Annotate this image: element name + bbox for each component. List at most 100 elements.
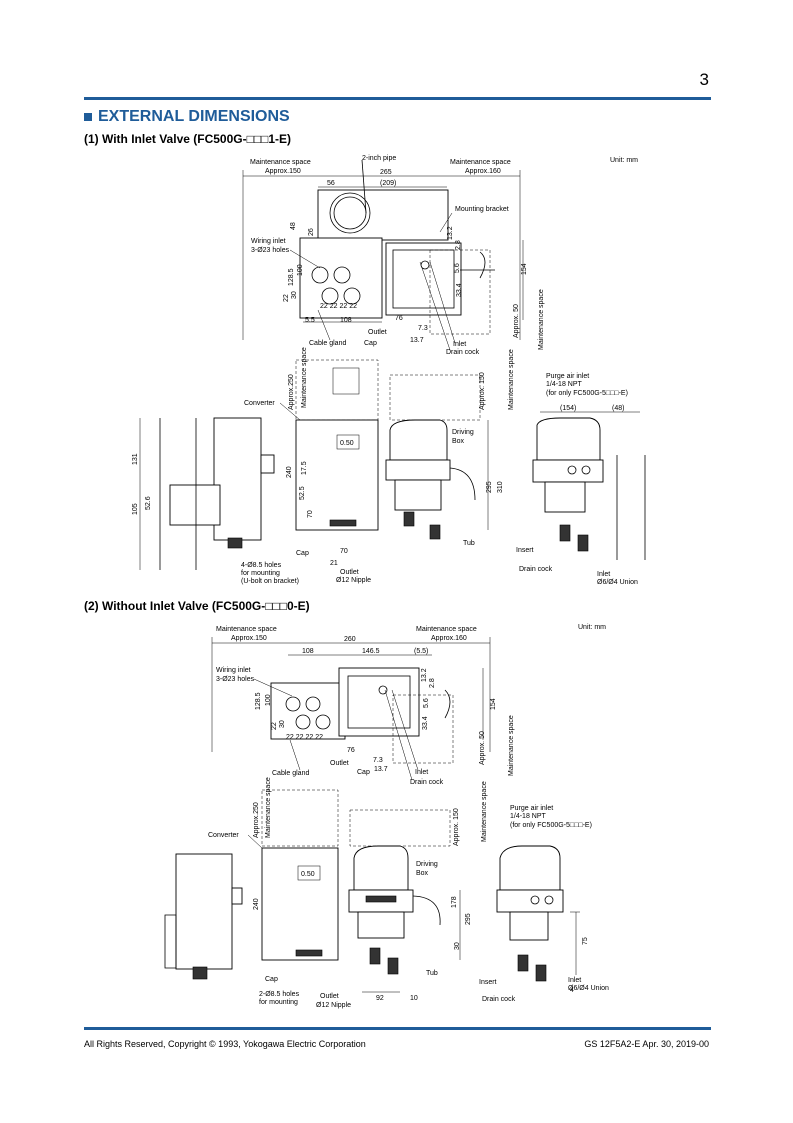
- d2-maint-space: Maintenance space: [508, 715, 515, 776]
- d1-d76: 76: [395, 315, 403, 322]
- page-number: 3: [699, 70, 709, 89]
- d2-unit: Unit: mm: [578, 624, 606, 631]
- d2-wiring-inlet: Wiring inlet: [216, 667, 251, 674]
- d2-d1465: 146.5: [362, 648, 380, 655]
- d1-cap2: Cap: [296, 550, 309, 557]
- d2-d100: 100: [265, 694, 272, 706]
- d1-inlet: Inlet: [453, 341, 466, 348]
- d2-purge2: 1/4-18 NPT: [510, 813, 547, 820]
- d1-maint-right: Maintenance space: [450, 159, 511, 166]
- d1-d22: 22: [283, 294, 290, 302]
- footer-rule: [84, 1027, 711, 1030]
- d1-inlet-union1: Inlet: [597, 571, 610, 578]
- d2-d73: 7.3: [373, 757, 383, 764]
- d2-tub: Tub: [426, 970, 438, 977]
- d2-drain-cock2: Drain cock: [482, 996, 516, 1003]
- d1-d26: 26: [308, 228, 315, 236]
- d1-d55: 5.5: [305, 317, 315, 324]
- d2-d108: 108: [302, 648, 314, 655]
- d1-d295: 295: [486, 481, 493, 493]
- d2-maint-left: Maintenance space: [216, 626, 277, 633]
- document-id: GS 12F5A2-E Apr. 30, 2019-00: [584, 1039, 709, 1049]
- d1-d56: 56: [327, 180, 335, 187]
- d1-converter: Converter: [244, 400, 275, 407]
- d1-inlet-union2: Ø6/Ø4 Union: [597, 579, 638, 586]
- d1-tub: Tub: [463, 540, 475, 547]
- d1-d131: 131: [132, 453, 139, 465]
- d1-d70: 70: [307, 510, 314, 518]
- d1-approx150: Approx.150: [265, 168, 301, 175]
- d2-d75: 75: [582, 937, 589, 945]
- d2-d178: 178: [451, 896, 458, 908]
- d1-d209: (209): [380, 180, 396, 187]
- d1-d132: 13.2: [447, 226, 454, 240]
- d1-outnip1: Outlet: [340, 569, 359, 576]
- d1-inch-pipe: 2-inch pipe: [362, 155, 396, 162]
- d1-purge3: (for only FC500G-5□□□-E): [546, 390, 628, 397]
- d2-d260: 260: [344, 636, 356, 643]
- d1-d525: 52.5: [299, 486, 306, 500]
- d1-approx250: Approx.250: [288, 374, 295, 410]
- d1-driving1: Driving: [452, 429, 474, 436]
- d1-outnip2: Ø12 Nipple: [336, 577, 371, 584]
- d1-d100: 100: [297, 264, 304, 276]
- d1-d526: 52.6: [145, 496, 152, 510]
- d2-holes2: for mounting: [259, 999, 298, 1006]
- d1-cable-gland: Cable gland: [309, 340, 346, 347]
- copyright-text: All Rights Reserved, Copyright © 1993, Y…: [84, 1039, 366, 1049]
- d2-approx150v: Approx. 150: [453, 808, 460, 846]
- d1-unit: Unit: mm: [610, 157, 638, 164]
- d2-d92: 92: [376, 995, 384, 1002]
- d1-outlet: Outlet: [368, 329, 387, 336]
- d2-outnip1: Outlet: [320, 993, 339, 1000]
- d2-d240: 240: [253, 898, 260, 910]
- subsection-title-1: (1) With Inlet Valve (FC500G-□□□1-E): [84, 132, 292, 146]
- header-rule: [84, 97, 711, 100]
- d2-maint-space-a: Maintenance space: [265, 777, 272, 838]
- d2-d10: 10: [410, 995, 418, 1002]
- d2-d334: 33.4: [422, 716, 429, 730]
- d1-d154: 154: [521, 263, 528, 275]
- d2-approx160: Approx.160: [431, 635, 467, 642]
- d2-inlet: Inlet: [415, 769, 428, 776]
- d1-purge2: 1/4-18 NPT: [546, 381, 583, 388]
- d1-d265: 265: [380, 169, 392, 176]
- d2-drain-cock: Drain cock: [410, 779, 444, 786]
- section-title-text: EXTERNAL DIMENSIONS: [98, 108, 290, 125]
- d2-d28: 2.8: [429, 678, 436, 688]
- d1-d48: 48: [290, 222, 297, 230]
- d2-d050: 0.50: [301, 871, 315, 878]
- section-title: EXTERNAL DIMENSIONS: [84, 108, 290, 126]
- d2-d76: 76: [347, 747, 355, 754]
- d1-wiring-holes: 3-Ø23 holes: [251, 247, 290, 254]
- d1-d30: 30: [291, 291, 298, 299]
- drawing2-front-views: Converter Approx.250 Maintenance space 0…: [164, 777, 609, 1009]
- d2-insert: Insert: [479, 979, 497, 986]
- d2-d154: 154: [490, 698, 497, 710]
- d1-d050: 0.50: [340, 440, 354, 447]
- d2-purge1: Purge air inlet: [510, 805, 553, 812]
- d2-inlet-union2: Ø6/Ø4 Union: [568, 985, 609, 992]
- d1-purge1: Purge air inlet: [546, 373, 589, 380]
- d2-d22: 22: [271, 722, 278, 730]
- d1-d56b: 5.6: [454, 263, 461, 273]
- d1-wiring-inlet: Wiring inlet: [251, 238, 286, 245]
- d1-maint-space-a: Maintenance space: [301, 347, 308, 408]
- d2-d295: 295: [465, 913, 472, 925]
- d1-d21: 21: [330, 560, 338, 567]
- d1-holes2: for mounting: [241, 570, 280, 577]
- d2-driving2: Box: [416, 870, 429, 877]
- d1-approx50: Approx. 50: [513, 304, 520, 338]
- d2-purge3: (for only FC500G-5□□□-E): [510, 822, 592, 829]
- d2-d137: 13.7: [374, 766, 388, 773]
- d2-maint-right: Maintenance space: [416, 626, 477, 633]
- d1-d334: 33.4: [456, 283, 463, 297]
- subsection-title-2: (2) Without Inlet Valve (FC500G-□□□0-E): [84, 599, 310, 613]
- d2-d56: 5.6: [423, 698, 430, 708]
- d2-outnip2: Ø12 Nipple: [316, 1002, 351, 1009]
- d1-d1285: 128.5: [288, 268, 295, 286]
- bullet-square-icon: [84, 113, 92, 121]
- d1-driving2: Box: [452, 438, 465, 445]
- d2-d4: 4: [570, 987, 574, 994]
